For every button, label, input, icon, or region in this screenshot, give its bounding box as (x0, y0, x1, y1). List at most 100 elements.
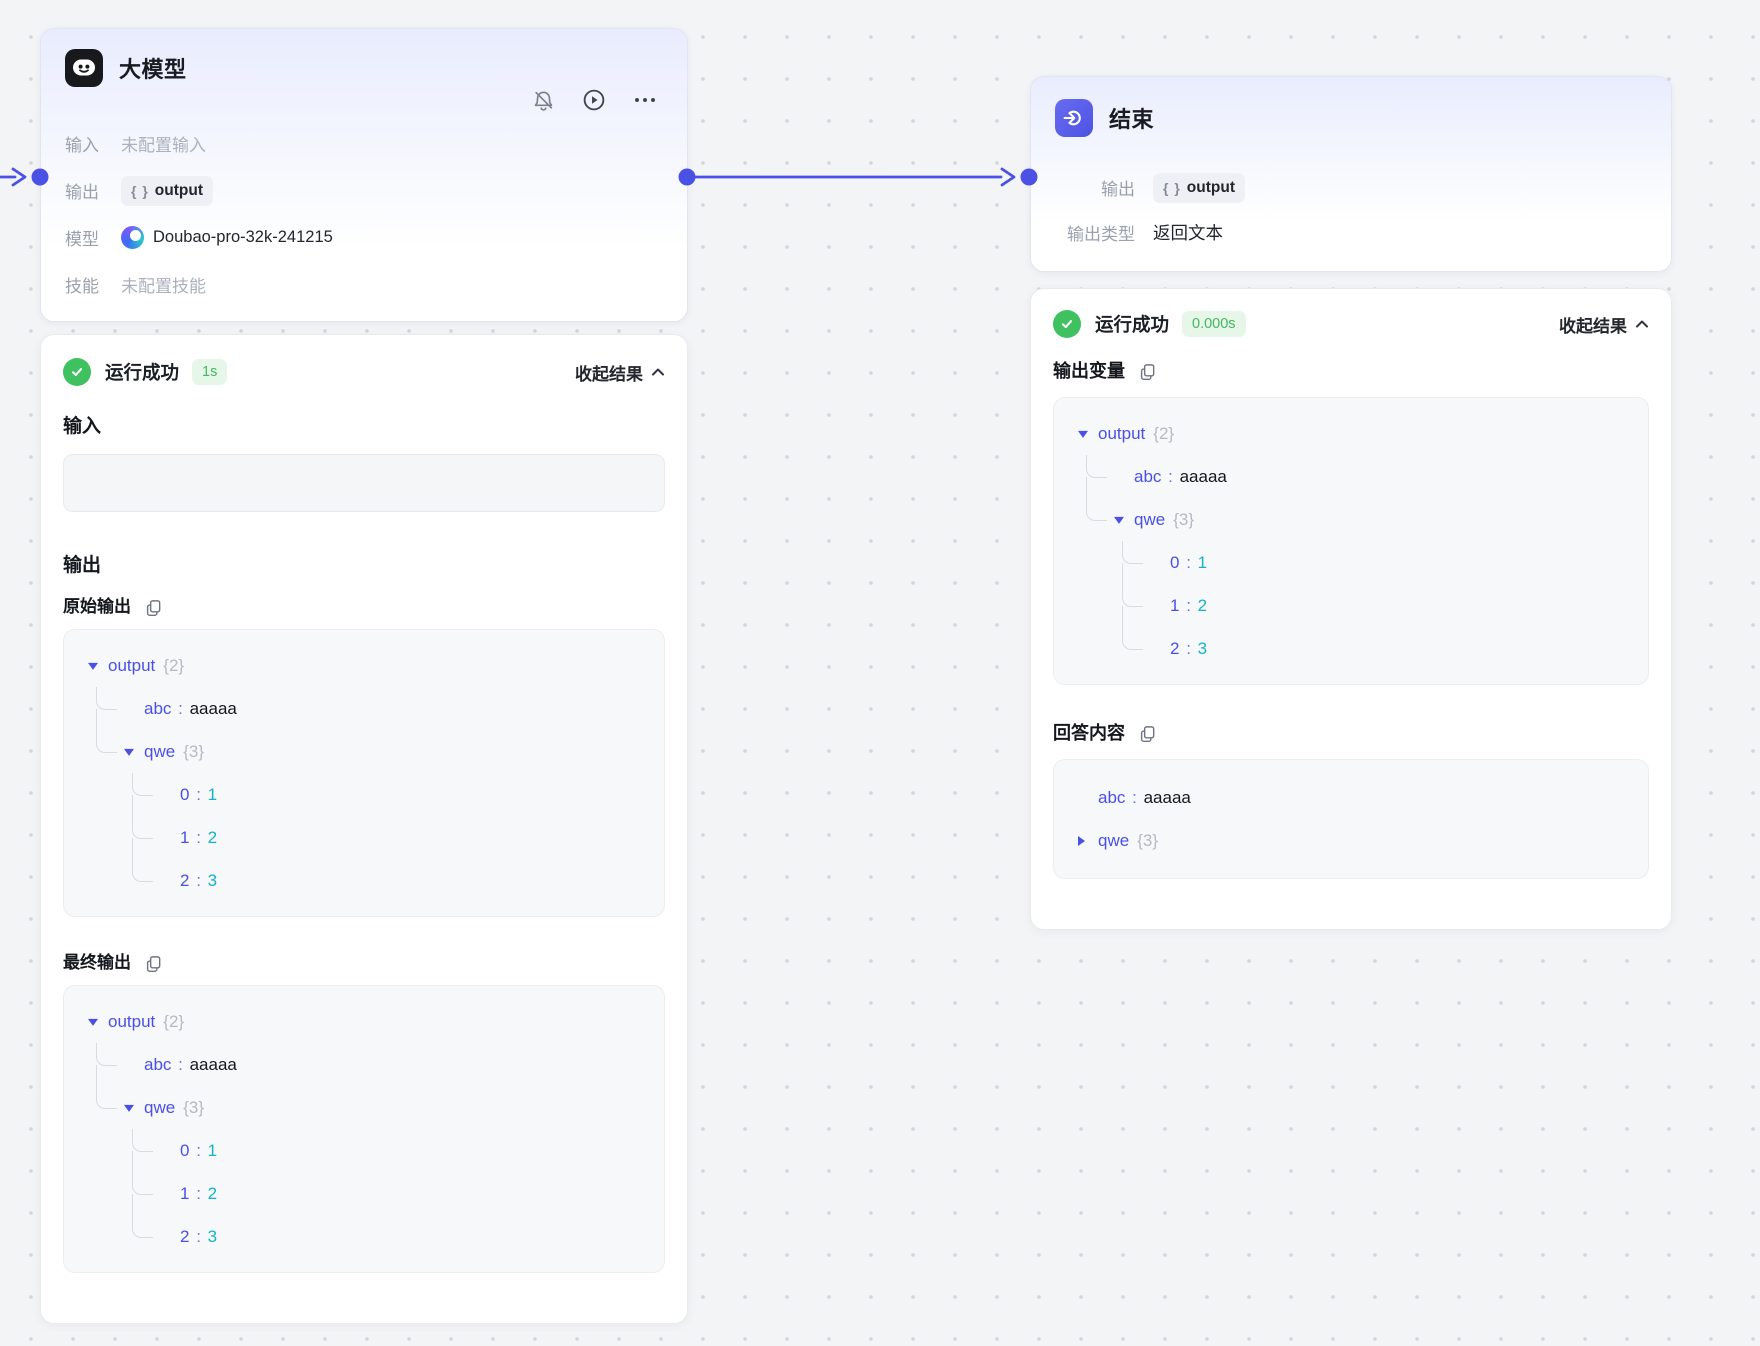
collapse-node-icon[interactable] (88, 662, 98, 670)
copy-icon[interactable] (144, 598, 163, 617)
tree-value: aaaaa (189, 1054, 237, 1074)
tree-colon: : (191, 870, 206, 890)
tree-key: 1 (180, 827, 190, 847)
alert-off-icon[interactable] (531, 88, 555, 112)
tree-value: aaaaa (189, 698, 237, 718)
llm-output-row: 输出 { } output (41, 167, 687, 214)
tree-key[interactable]: qwe (1098, 830, 1130, 850)
run-node-icon[interactable] (582, 88, 606, 112)
tree-colon: : (191, 1183, 206, 1203)
tree-key: abc (1098, 787, 1126, 807)
output-variable-chip[interactable]: { } output (121, 175, 213, 206)
copy-icon[interactable] (1138, 724, 1157, 743)
doubao-model-icon (121, 226, 144, 249)
tree-value: 2 (1197, 595, 1208, 615)
final-output-label: 最终输出 (63, 953, 131, 972)
tree-key: abc (1134, 466, 1162, 486)
braces-icon: { } (131, 182, 149, 199)
edge-arrowhead (1000, 167, 1016, 187)
tree-connector (1122, 584, 1143, 607)
field-label: 输出 (1101, 180, 1135, 199)
tree-row: output {2} (1054, 412, 1648, 455)
llm-node[interactable]: 大模型 输入 未配置输入 输出 { } output (40, 28, 688, 322)
tree-colon: : (1163, 466, 1178, 486)
input-section-heading: 输入 (63, 416, 102, 437)
collapse-node-icon[interactable] (124, 748, 134, 756)
tree-colon: : (173, 698, 188, 718)
tree-key[interactable]: qwe (1134, 509, 1166, 529)
tree-key[interactable]: output (1098, 423, 1146, 443)
end-node[interactable]: 结束 输出 { } output 输出类型 返回文本 (1030, 76, 1672, 272)
tree-size-badge: {2} (163, 655, 185, 675)
collapse-results-button[interactable]: 收起结果 (1559, 312, 1649, 337)
copy-icon[interactable] (144, 954, 163, 973)
tree-key: 2 (180, 1226, 190, 1246)
end-node-title: 结束 (1109, 107, 1155, 132)
field-label: 输出类型 (1067, 225, 1135, 244)
more-icon[interactable] (633, 88, 657, 112)
field-label: 模型 (65, 230, 99, 249)
expand-node-icon[interactable] (1078, 835, 1085, 846)
tree-connector (132, 816, 153, 839)
tree-connector (96, 1064, 97, 1086)
tree-row: abc : aaaaa (64, 1043, 664, 1086)
tree-key: 0 (180, 1140, 190, 1160)
collapse-node-icon[interactable] (124, 1104, 134, 1112)
tree-connector (132, 837, 133, 859)
field-label: 输出 (65, 183, 99, 202)
end-node-icon (1055, 99, 1093, 137)
tree-connector (1086, 476, 1087, 498)
tree-connector (132, 1193, 133, 1215)
tree-colon: : (191, 1140, 206, 1160)
collapse-node-icon[interactable] (1114, 516, 1124, 524)
tree-value: 1 (207, 784, 218, 804)
tree-size-badge: {2} (163, 1011, 185, 1031)
tree-row: 1 : 2 (1054, 584, 1648, 627)
end-node-header: 结束 (1031, 77, 1671, 137)
chevron-up-icon (652, 368, 664, 376)
tree-key: 1 (1170, 595, 1180, 615)
tree-row: 2 : 3 (1054, 627, 1648, 670)
success-icon (63, 358, 91, 386)
tree-row: 2 : 3 (64, 1215, 664, 1258)
tree-row: abc : aaaaa (1054, 776, 1648, 819)
tree-value: 2 (207, 1183, 218, 1203)
duration-badge: 0.000s (1182, 311, 1246, 337)
field-placeholder: 未配置技能 (121, 277, 206, 296)
model-value[interactable]: Doubao-pro-32k-241215 (121, 226, 333, 249)
success-icon (1053, 310, 1081, 338)
tree-connector (96, 687, 117, 710)
tree-size-badge: {3} (183, 741, 204, 761)
tree-value: 3 (207, 870, 218, 890)
collapse-node-icon[interactable] (88, 1018, 98, 1026)
output-type-value: 返回文本 (1153, 223, 1223, 243)
collapse-node-icon[interactable] (1078, 430, 1088, 438)
collapse-results-button[interactable]: 收起结果 (575, 360, 665, 385)
output-vars-label: 输出变量 (1053, 361, 1125, 381)
tree-key[interactable]: output (108, 655, 156, 675)
field-placeholder: 未配置输入 (121, 136, 206, 155)
output-variable-chip[interactable]: { } output (1153, 172, 1245, 203)
llm-node-title: 大模型 (119, 57, 187, 82)
tree-connector (1086, 455, 1107, 478)
tree-size-badge: {3} (1173, 509, 1194, 529)
tree-row: qwe{3} (64, 1086, 664, 1129)
tree-key: 2 (180, 870, 190, 890)
tree-key[interactable]: output (108, 1011, 156, 1031)
tree-key[interactable]: qwe (144, 1097, 176, 1117)
tree-connector (96, 1086, 117, 1109)
tree-row: output {2} (64, 1000, 664, 1043)
copy-icon[interactable] (1138, 362, 1157, 381)
input-field[interactable] (63, 454, 665, 512)
incoming-edge-arrowhead (11, 167, 27, 187)
tree-value: 2 (207, 827, 218, 847)
end-output-row: 输出 { } output (1031, 165, 1671, 210)
tree-colon: : (191, 1226, 206, 1246)
tree-key[interactable]: qwe (144, 741, 176, 761)
llm-model-row: 模型 Doubao-pro-32k-241215 (41, 214, 687, 261)
tree-size-badge: {2} (1153, 423, 1175, 443)
